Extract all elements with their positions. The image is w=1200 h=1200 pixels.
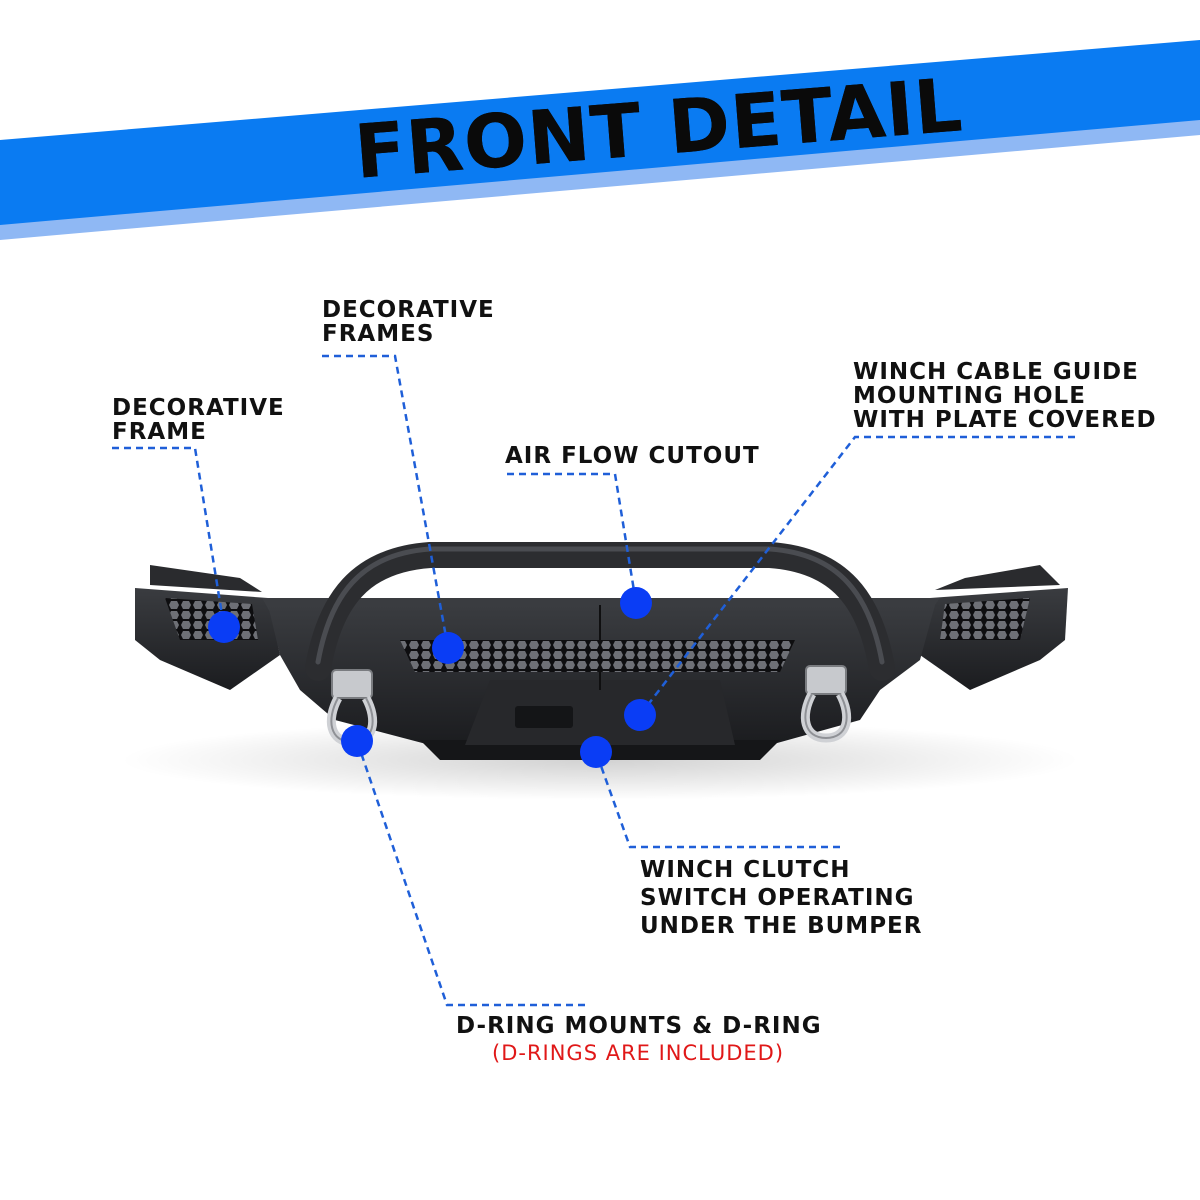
- leader-decorative-frame: [112, 446, 226, 628]
- bumper-body: [135, 542, 1068, 760]
- label-winch-cable-guide: WINCH CABLE GUIDE MOUNTING HOLE WITH PLA…: [853, 359, 1157, 433]
- banner-band: [0, 40, 1200, 225]
- leader-decorative-frames: [322, 354, 450, 649]
- label-decorative-frame: DECORATIVE FRAME: [112, 395, 285, 445]
- leader-d-ring: [355, 740, 585, 1007]
- center-grille: [400, 640, 795, 672]
- label-air-flow-cutout: AIR FLOW CUTOUT: [505, 443, 760, 469]
- right-grille: [940, 598, 1030, 640]
- marker-winch-cable: [624, 699, 656, 731]
- leader-winch-cable: [639, 435, 1075, 716]
- winch-recess: [465, 680, 735, 745]
- leader-lines: [112, 354, 1075, 1007]
- leader-winch-clutch: [594, 751, 840, 849]
- bull-bar-highlight: [315, 546, 885, 665]
- right-wing-top: [935, 565, 1060, 590]
- label-decorative-frames: DECORATIVE FRAMES: [322, 297, 495, 347]
- marker-winch-clutch: [580, 736, 612, 768]
- markers: [208, 587, 656, 768]
- label-winch-clutch: WINCH CLUTCH SWITCH OPERATING UNDER THE …: [640, 857, 923, 939]
- leader-air-flow: [507, 472, 638, 604]
- marker-air-flow: [620, 587, 652, 619]
- marker-d-ring: [341, 725, 373, 757]
- marker-decorative-frame: [208, 611, 240, 643]
- marker-decorative-frames: [432, 632, 464, 664]
- label-d-ring: D-RING MOUNTS & D-RING: [456, 1013, 822, 1039]
- right-d-ring: [800, 665, 852, 743]
- label-d-ring-note: (D-RINGS ARE INCLUDED): [492, 1041, 785, 1065]
- left-wing-top: [150, 565, 262, 592]
- winch-plate: [515, 706, 573, 728]
